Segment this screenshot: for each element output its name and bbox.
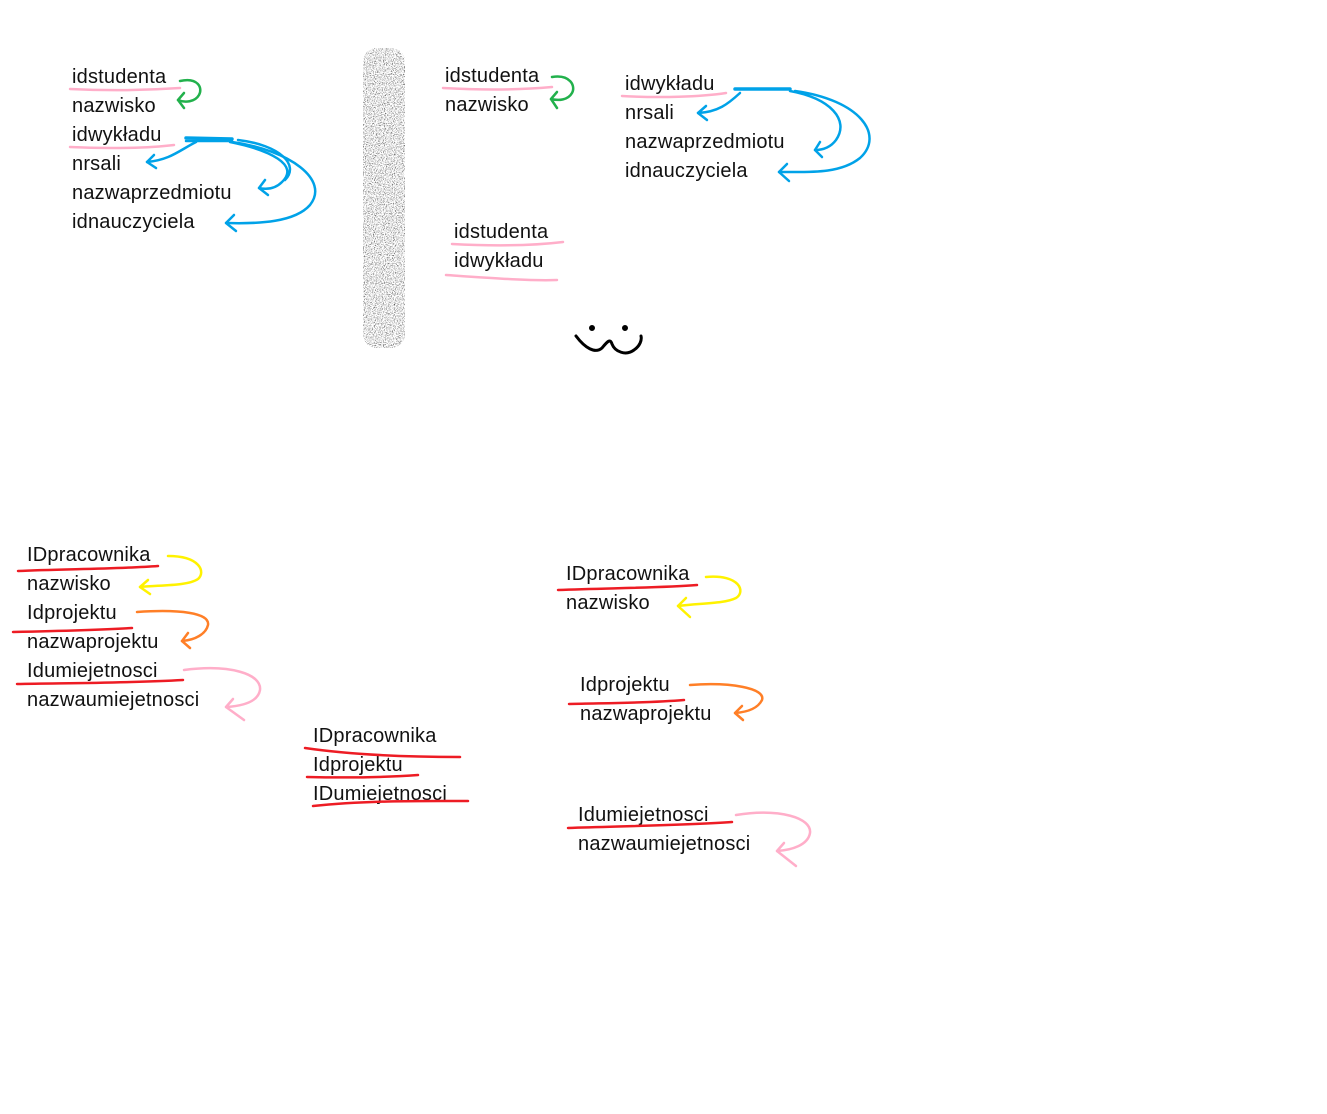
field-label: nrsali	[625, 102, 674, 124]
orange-arrows	[135, 609, 764, 722]
key-underlines	[68, 85, 728, 282]
field-label: nazwisko	[445, 94, 529, 116]
yellow-arrows	[138, 554, 742, 619]
field-label: IDumiejetnosci	[313, 783, 447, 805]
field-label: nazwaprzedmiotu	[625, 131, 785, 153]
field-label: IDpracownika	[27, 544, 151, 566]
pink-arrows	[182, 666, 812, 868]
field-label: Idprojektu	[27, 602, 117, 624]
field-label: nazwaprzedmiotu	[72, 182, 232, 204]
field-label: idwykładu	[454, 250, 544, 272]
smiley-icon	[574, 325, 643, 355]
field-label: nazwaumiejetnosci	[578, 833, 751, 855]
field-label: idstudenta	[72, 66, 167, 88]
field-label: Idprojektu	[313, 754, 403, 776]
field-label: nazwisko	[72, 95, 156, 117]
field-label: Idumiejetnosci	[578, 804, 709, 826]
field-label: idnauczyciela	[625, 160, 748, 182]
field-label: nazwisko	[566, 592, 650, 614]
field-label: idwykładu	[625, 73, 715, 95]
field-label: IDpracownika	[313, 725, 437, 747]
field-label: nrsali	[72, 153, 121, 175]
field-label: Idprojektu	[580, 674, 670, 696]
field-label: idwykładu	[72, 124, 162, 146]
green-arrows	[176, 75, 575, 110]
field-label: idstudenta	[454, 221, 549, 243]
field-label: nazwaumiejetnosci	[27, 689, 200, 711]
field-label: nazwaprojektu	[27, 631, 159, 653]
field-label: nazwisko	[27, 573, 111, 595]
blue-arrows	[145, 87, 871, 233]
red-underlines	[11, 564, 734, 830]
field-label: idnauczyciela	[72, 211, 195, 233]
field-label: Idumiejetnosci	[27, 660, 158, 682]
field-label: idstudenta	[445, 65, 540, 87]
field-label: nazwaprojektu	[580, 703, 712, 725]
divider-stroke	[363, 48, 405, 348]
field-label: IDpracownika	[566, 563, 690, 585]
